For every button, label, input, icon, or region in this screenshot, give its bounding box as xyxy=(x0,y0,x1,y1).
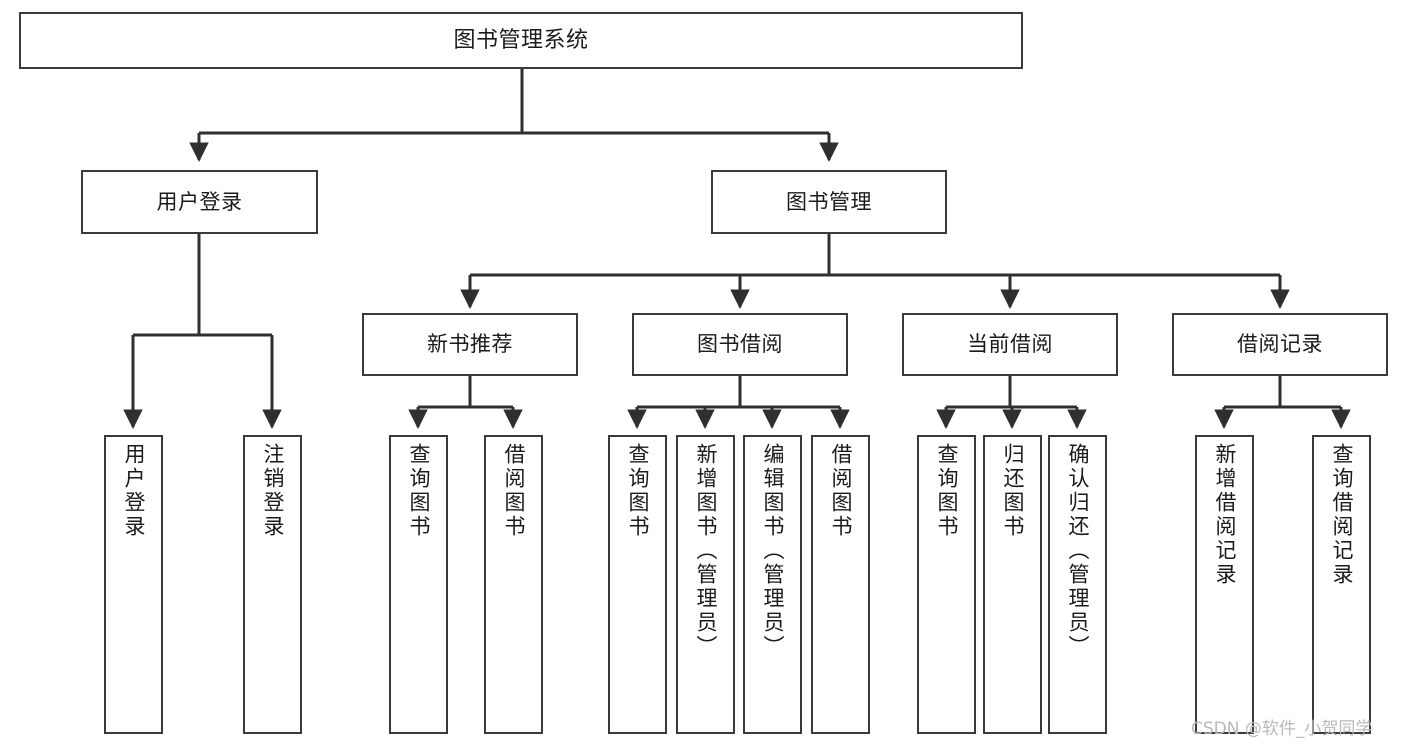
leaf-book-borrow-query[interactable]: 查询图书 xyxy=(608,435,667,734)
leaf-borrow-record-add[interactable]: 新增借阅记录 xyxy=(1195,435,1254,734)
leaf-current-borrow-confirm-return[interactable]: 确认归还（管理员） xyxy=(1048,435,1107,734)
leaf-user-login-signout-label: 注销登录 xyxy=(261,443,285,539)
leaf-borrow-record-query[interactable]: 查询借阅记录 xyxy=(1312,435,1371,734)
node-book-management[interactable]: 图书管理 xyxy=(711,170,947,234)
leaf-current-borrow-return[interactable]: 归还图书 xyxy=(983,435,1042,734)
leaf-new-book-query-label: 查询图书 xyxy=(407,443,431,539)
leaf-new-book-query[interactable]: 查询图书 xyxy=(389,435,448,734)
leaf-user-login-signin[interactable]: 用户登录 xyxy=(104,435,163,734)
leaf-new-book-borrow-label: 借阅图书 xyxy=(502,443,526,539)
node-new-book-recommend-label: 新书推荐 xyxy=(427,332,513,357)
leaf-current-borrow-return-label: 归还图书 xyxy=(1001,443,1025,539)
node-current-borrow-label: 当前借阅 xyxy=(967,332,1053,357)
leaf-user-login-signin-label: 用户登录 xyxy=(122,443,146,539)
node-root[interactable]: 图书管理系统 xyxy=(19,12,1023,69)
leaf-book-borrow-query-label: 查询图书 xyxy=(626,443,650,539)
leaf-current-borrow-confirm-return-label: 确认归还（管理员） xyxy=(1066,443,1090,659)
leaf-book-borrow-add[interactable]: 新增图书（管理员） xyxy=(676,435,735,734)
leaf-book-borrow-borrow[interactable]: 借阅图书 xyxy=(811,435,870,734)
leaf-book-borrow-edit-label: 编辑图书（管理员） xyxy=(761,443,785,659)
watermark: CSDN @软件_小贺同学 xyxy=(1191,719,1373,739)
node-borrow-record[interactable]: 借阅记录 xyxy=(1172,313,1388,376)
node-root-label: 图书管理系统 xyxy=(453,27,589,53)
leaf-user-login-signout[interactable]: 注销登录 xyxy=(243,435,302,734)
leaf-book-borrow-edit[interactable]: 编辑图书（管理员） xyxy=(743,435,802,734)
leaf-new-book-borrow[interactable]: 借阅图书 xyxy=(484,435,543,734)
leaf-borrow-record-query-label: 查询借阅记录 xyxy=(1330,443,1354,587)
node-new-book-recommend[interactable]: 新书推荐 xyxy=(362,313,578,376)
node-book-borrow-label: 图书借阅 xyxy=(697,332,783,357)
leaf-book-borrow-add-label: 新增图书（管理员） xyxy=(694,443,718,659)
node-user-login-label: 用户登录 xyxy=(156,189,243,214)
node-borrow-record-label: 借阅记录 xyxy=(1237,332,1323,357)
node-book-management-label: 图书管理 xyxy=(786,189,872,214)
node-current-borrow[interactable]: 当前借阅 xyxy=(902,313,1118,376)
node-book-borrow[interactable]: 图书借阅 xyxy=(632,313,848,376)
leaf-book-borrow-borrow-label: 借阅图书 xyxy=(829,443,853,539)
leaf-borrow-record-add-label: 新增借阅记录 xyxy=(1213,443,1237,587)
node-user-login[interactable]: 用户登录 xyxy=(81,170,318,234)
leaf-current-borrow-query-label: 查询图书 xyxy=(935,443,959,539)
leaf-current-borrow-query[interactable]: 查询图书 xyxy=(917,435,976,734)
